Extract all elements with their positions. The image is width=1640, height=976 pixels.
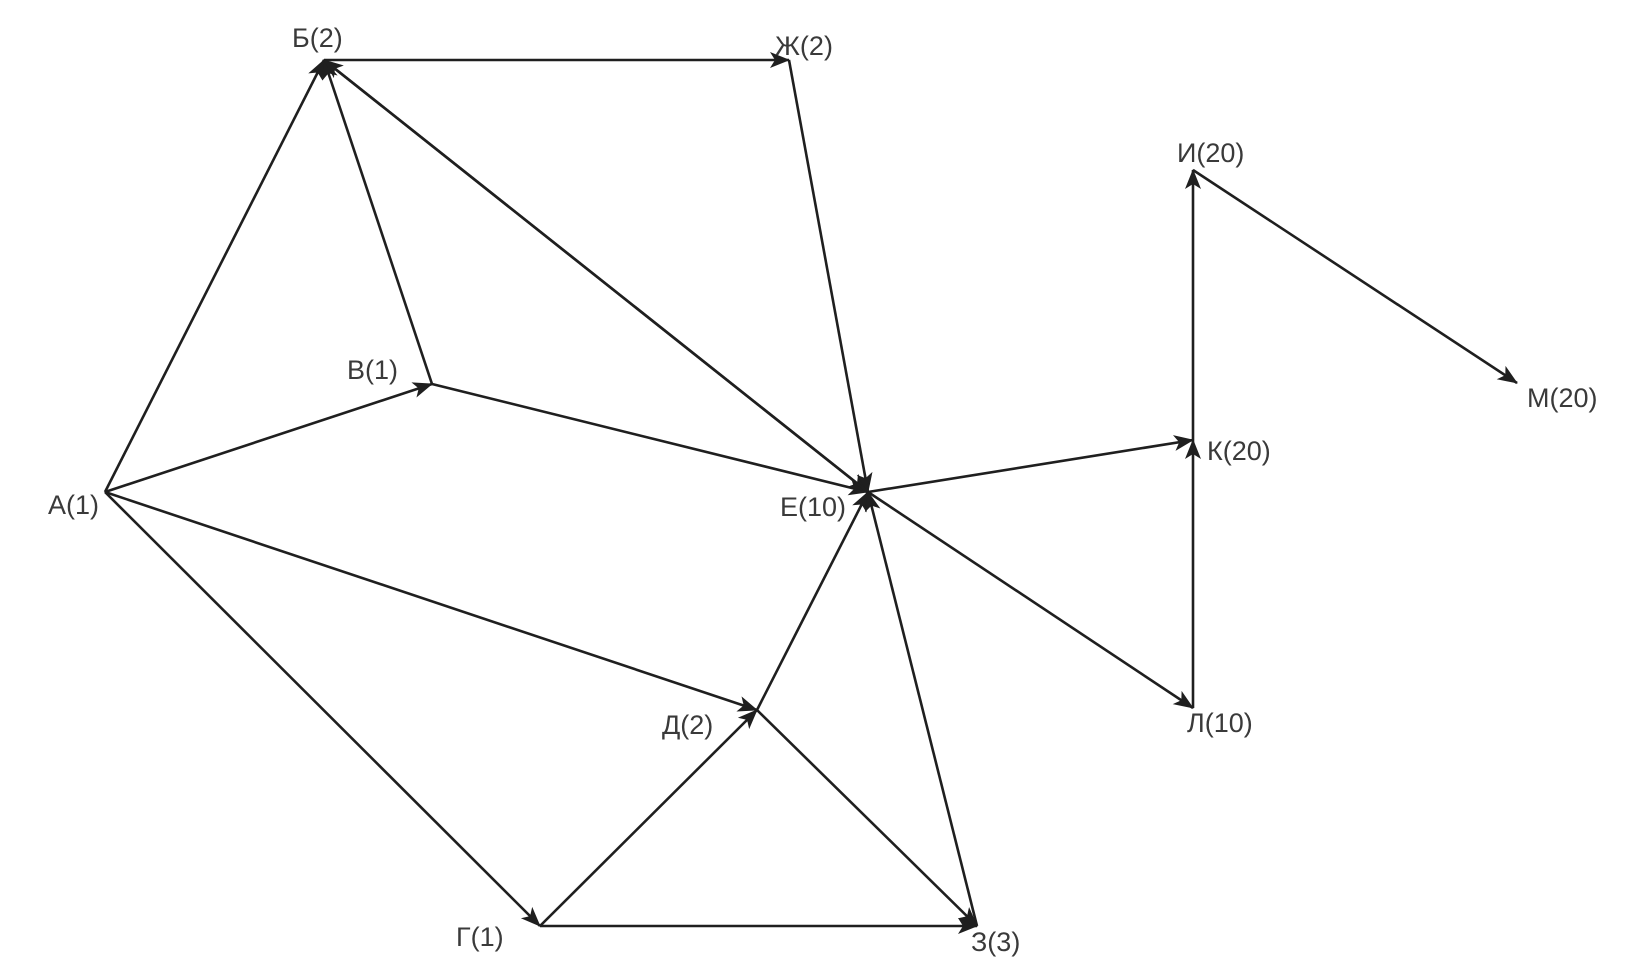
edge-d-z — [756, 709, 978, 927]
node-label-d: Д(2) — [662, 710, 713, 740]
node-label-zh: Ж(2) — [775, 31, 833, 61]
graph-node-labels: А(1) Б(2) В(1) Г(1) Д(2) Е(10) Ж(2) З(3)… — [48, 23, 1598, 957]
node-label-i: И(20) — [1177, 138, 1244, 168]
edge-z-e — [864, 491, 979, 927]
edge-a-g — [104, 491, 541, 927]
edge-i-m — [1192, 168, 1518, 385]
node-label-m: М(20) — [1527, 383, 1598, 413]
edge-g-d — [539, 709, 758, 927]
edge-v-e — [431, 382, 869, 496]
edge-a-d — [104, 490, 758, 712]
node-label-g: Г(1) — [456, 922, 504, 952]
edge-a-b — [103, 59, 326, 493]
node-label-l: Л(10) — [1187, 708, 1253, 738]
edge-e-k — [867, 435, 1194, 494]
edge-e-b — [323, 58, 869, 494]
node-label-e: Е(10) — [780, 492, 846, 522]
edge-d-e — [755, 491, 870, 711]
graph-edges — [103, 52, 1518, 934]
node-label-k: К(20) — [1207, 436, 1271, 466]
node-label-z: З(3) — [971, 927, 1020, 957]
node-label-a: А(1) — [48, 490, 99, 520]
node-label-b: Б(2) — [292, 23, 343, 53]
edge-zh-e — [787, 59, 873, 493]
edge-e-l — [867, 490, 1194, 710]
edge-a-v — [104, 382, 433, 494]
node-label-v: В(1) — [347, 355, 398, 385]
edge-v-b — [322, 59, 434, 385]
